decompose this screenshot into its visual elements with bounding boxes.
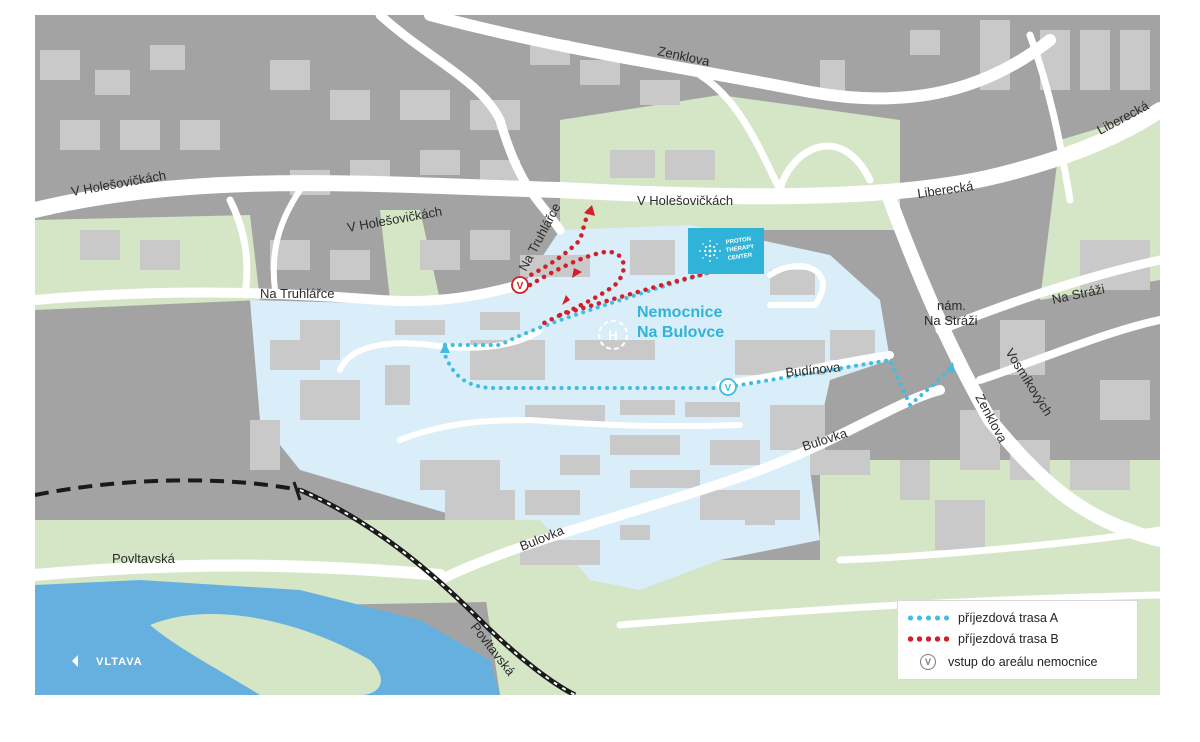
roads xyxy=(27,9,1168,629)
hospital-name-line-2: Na Bulovce xyxy=(637,324,724,341)
route-b-arrow-2 xyxy=(562,295,570,305)
island xyxy=(150,613,381,695)
entrance-marker-red[interactable]: V xyxy=(511,276,529,294)
entrance-marker-red-label: V xyxy=(517,281,524,292)
route-b xyxy=(522,209,763,328)
street-label-budinova: Budínova xyxy=(785,359,842,380)
route-a-arrow-2 xyxy=(946,362,955,373)
railway-dashed xyxy=(34,478,301,497)
street-label-v-holesovickach-3: V Holešovičkách xyxy=(637,193,733,208)
route-b-dots-icon xyxy=(906,636,950,642)
street-label-nam-1: nám. xyxy=(937,298,966,313)
proton-line-3: CENTER xyxy=(727,253,753,262)
route-a-arrow-1 xyxy=(440,342,450,353)
entrance-marker-blue-label: V xyxy=(725,383,732,394)
route-a-dots-icon xyxy=(906,615,950,621)
railway-ties xyxy=(299,489,576,696)
railway-marker xyxy=(292,481,302,501)
legend-route-a-label: příjezdová trasa A xyxy=(958,611,1059,625)
street-label-nam-2: Na Stráži xyxy=(924,313,978,328)
legend-row-route-b: příjezdová trasa B xyxy=(906,630,1059,648)
proton-line-1: PROTON xyxy=(725,236,751,245)
proton-therapy-center[interactable]: PROTON THERAPY CENTER xyxy=(688,228,764,274)
street-label-povltavska-1: Povltavská xyxy=(112,551,176,566)
route-b-arrow-3 xyxy=(572,268,582,278)
legend-row-route-a: příjezdová trasa A xyxy=(906,609,1058,627)
legend-entrance-label: vstup do areálu nemocnice xyxy=(948,655,1098,669)
helipad-label: H xyxy=(608,328,617,343)
entrance-marker-blue[interactable]: V xyxy=(719,378,737,396)
river-label: VLTAVA xyxy=(96,656,143,668)
legend: příjezdová trasa A příjezdová trasa B V … xyxy=(897,600,1138,680)
hospital-name-line-1: Nemocnice xyxy=(637,304,722,321)
proton-logo-icon xyxy=(699,240,721,262)
helipad: H xyxy=(598,320,628,350)
legend-route-b-label: příjezdová trasa B xyxy=(958,632,1059,646)
river-left-arrow-icon xyxy=(72,655,78,667)
route-b-arrow-1 xyxy=(584,205,595,216)
street-label-na-truhlarce-2: Na Truhlářce xyxy=(260,286,334,301)
entrance-icon: V xyxy=(920,654,936,670)
proton-line-2: THERAPY xyxy=(725,244,754,254)
legend-row-entrance: V vstup do areálu nemocnice xyxy=(906,653,1097,671)
